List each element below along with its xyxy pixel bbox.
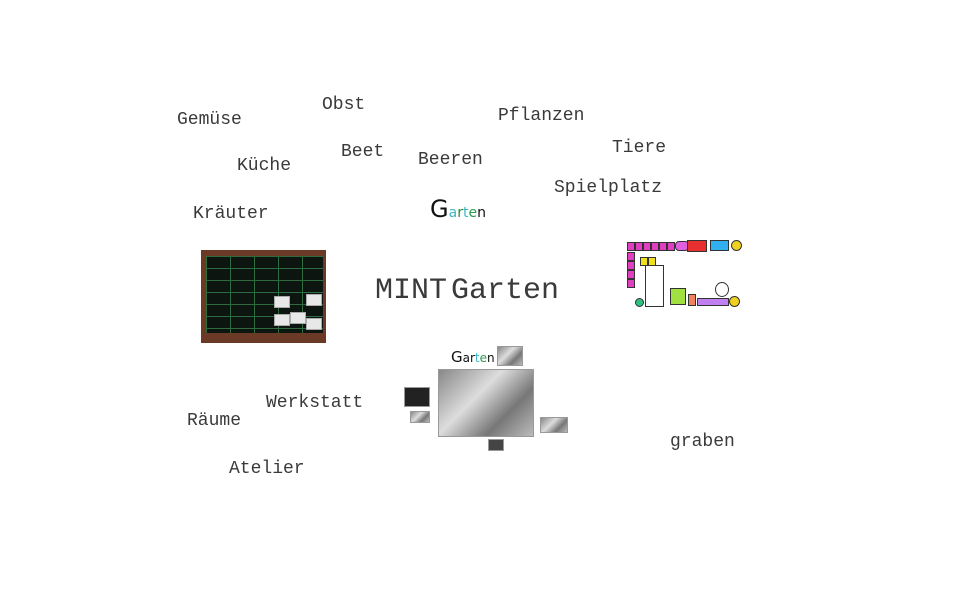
logo-letter: r [457, 205, 463, 221]
photo-thumb [410, 411, 430, 423]
logo-letter: r [469, 351, 475, 365]
plan-area [635, 298, 644, 307]
word-werkstatt[interactable]: Werkstatt [266, 393, 364, 413]
word-raeume[interactable]: Räume [187, 411, 242, 431]
plan-area [688, 294, 696, 306]
plan-area [710, 240, 729, 251]
plan-area [697, 298, 729, 306]
photo-thumb [497, 346, 523, 366]
plan-bed [627, 270, 635, 279]
logo-letter: n [477, 205, 486, 221]
logo-letter: t [462, 205, 469, 221]
logo-letter: t [474, 351, 480, 365]
plan-bed [627, 242, 635, 251]
title-garten: Garten [451, 274, 560, 308]
plan-bed [643, 242, 651, 251]
plan-building [645, 265, 664, 307]
chalkboard-grid [206, 256, 323, 333]
paper-note [306, 318, 322, 330]
word-tiere[interactable]: Tiere [612, 138, 667, 158]
photo-hedgehog [404, 387, 430, 407]
photo-thumb [540, 417, 568, 433]
paper-note [274, 296, 290, 308]
plan-area [670, 288, 686, 305]
word-gemuese[interactable]: Gemüse [177, 110, 242, 130]
plan-area [729, 296, 740, 307]
plan-bed [635, 242, 643, 251]
paper-note [274, 314, 290, 326]
word-spielplatz[interactable]: Spielplatz [554, 178, 663, 198]
logo-letter: a [448, 205, 458, 221]
photo-lawnmower [488, 439, 504, 451]
logo-letter: e [479, 351, 488, 365]
title-mint: MINT [375, 274, 448, 308]
word-graben[interactable]: graben [670, 432, 735, 452]
word-kraeuter[interactable]: Kräuter [193, 204, 269, 224]
plan-bed [627, 279, 635, 288]
garden-plan-image[interactable] [625, 232, 775, 327]
plan-bed [659, 242, 667, 251]
logo-letter: n [487, 351, 495, 365]
plan-area [715, 282, 729, 297]
word-kueche[interactable]: Küche [237, 156, 292, 176]
word-obst[interactable]: Obst [322, 95, 366, 115]
word-beeren[interactable]: Beeren [418, 150, 483, 170]
word-beet[interactable]: Beet [341, 142, 385, 162]
chalkboard-image[interactable] [201, 250, 326, 343]
collage-garten-logo: Garten [451, 348, 495, 366]
word-atelier[interactable]: Atelier [229, 459, 305, 479]
logo-letter: G [430, 195, 449, 223]
plan-bed [667, 242, 675, 251]
paper-note [306, 294, 322, 306]
plan-bed [627, 261, 635, 270]
photo-garden [438, 369, 534, 437]
logo-letter: a [462, 351, 470, 365]
plan-area [640, 257, 648, 266]
plan-bed [651, 242, 659, 251]
paper-note [290, 312, 306, 324]
plan-bed [627, 252, 635, 261]
garden-collage-image[interactable]: Garten [400, 345, 572, 457]
plan-area [731, 240, 742, 251]
garten-logo[interactable]: Garten [430, 195, 486, 223]
plan-area [687, 240, 707, 252]
logo-letter: e [468, 205, 478, 221]
word-pflanzen[interactable]: Pflanzen [498, 106, 585, 126]
logo-letter: G [451, 348, 463, 366]
